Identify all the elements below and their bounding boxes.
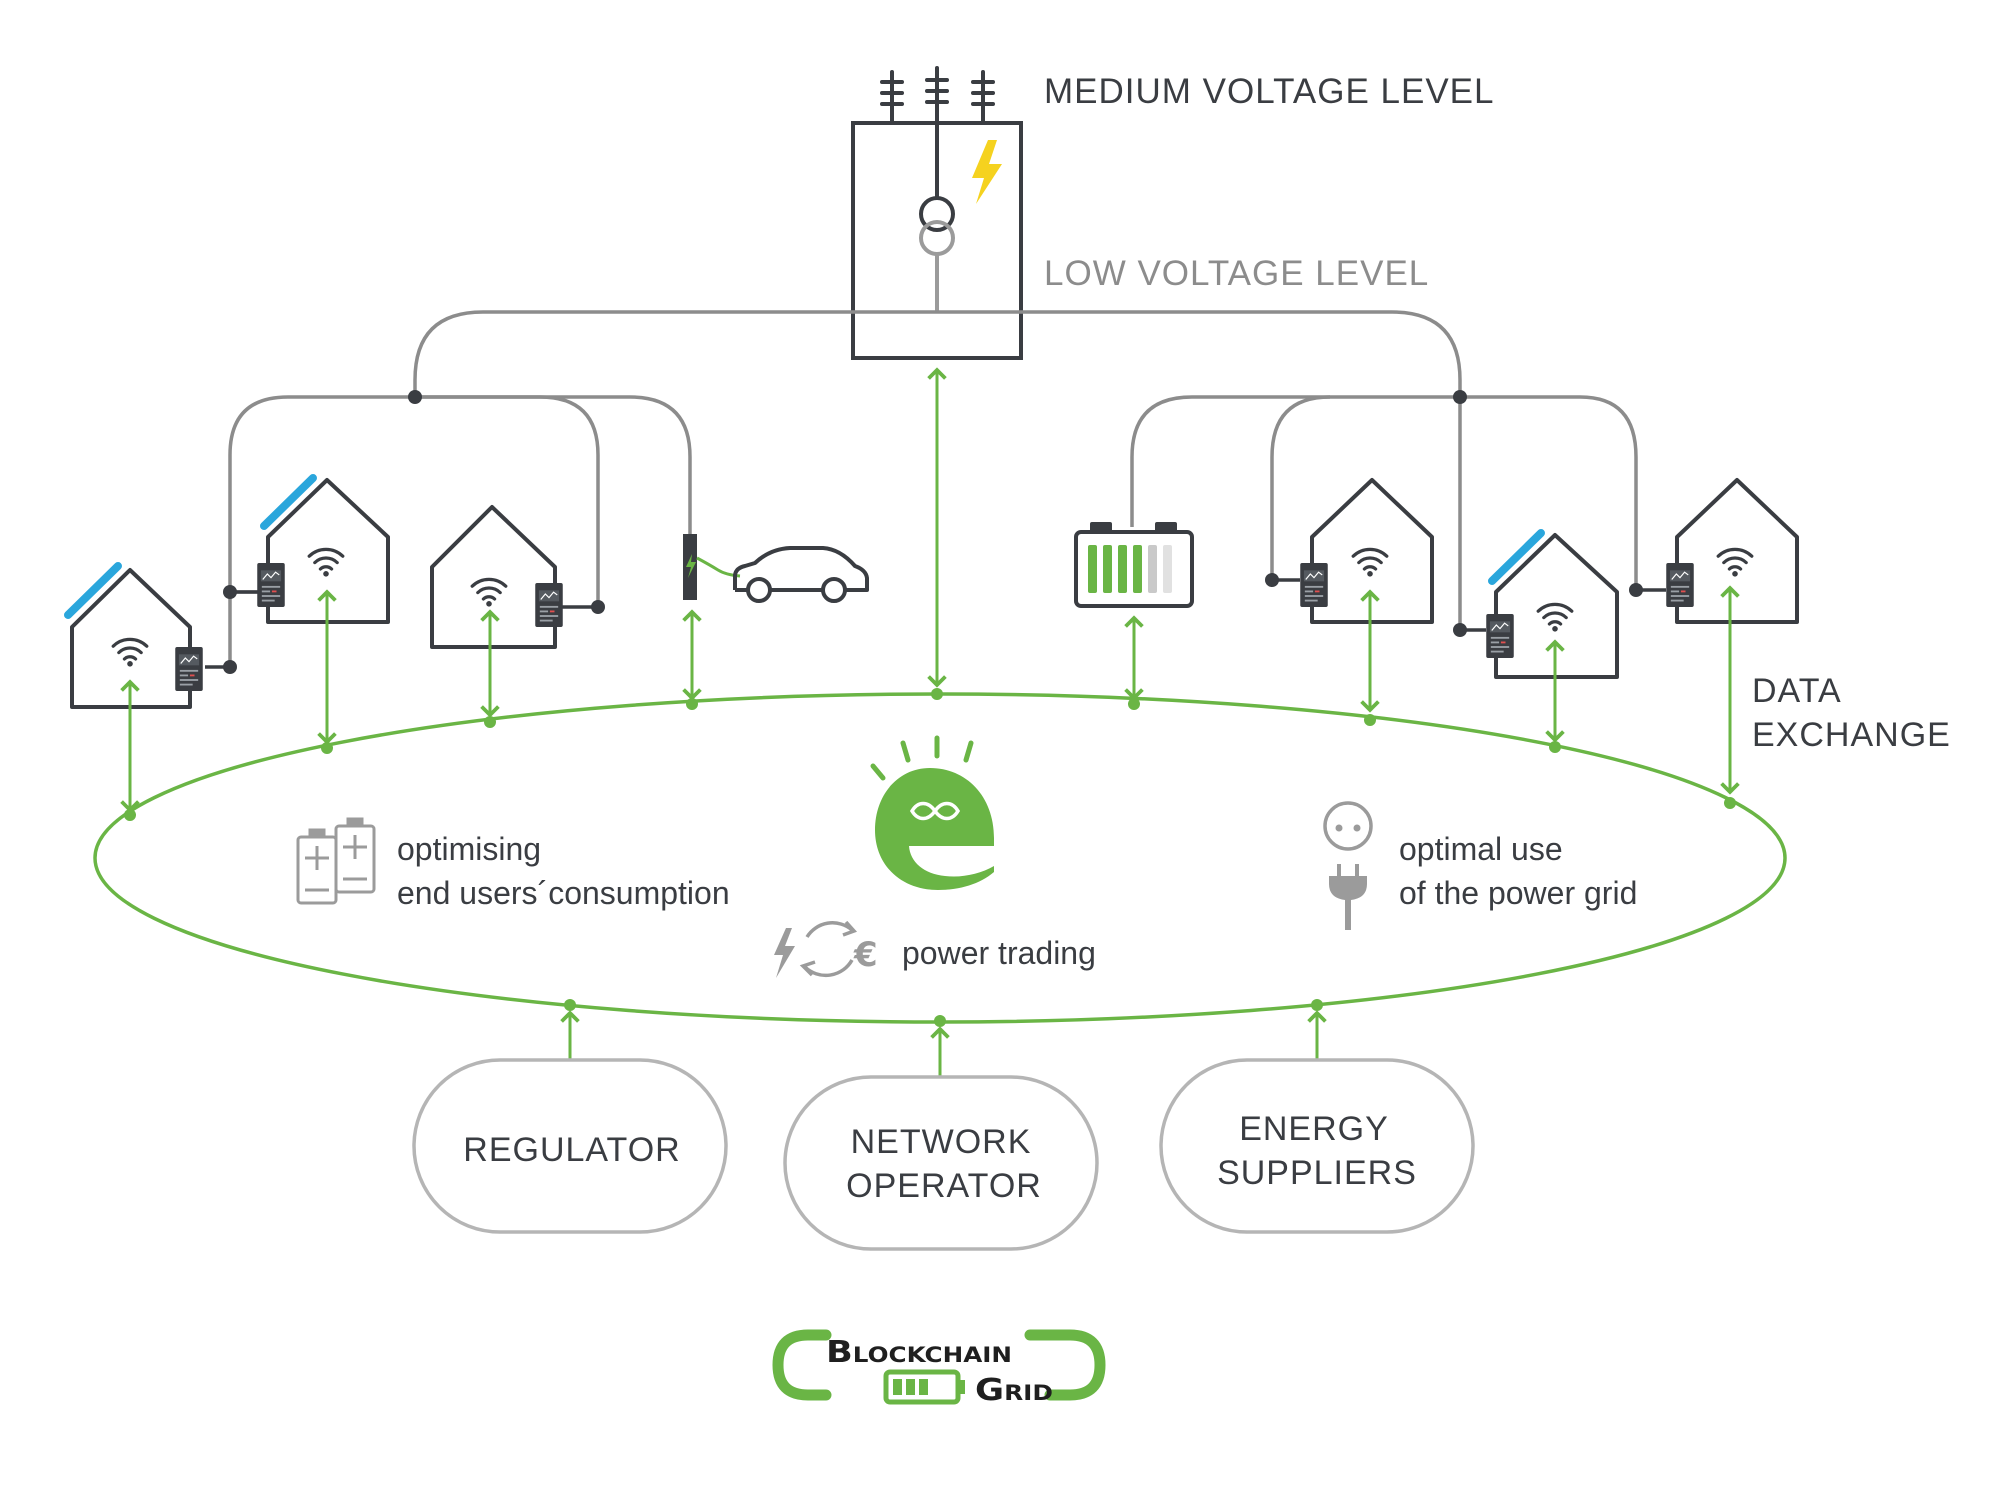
energy-suppliers-node: ENERGY SUPPLIERS (1159, 1058, 1475, 1234)
house-icon (1666, 478, 1799, 624)
solar-panel-icon (64, 562, 122, 619)
blockchain-grid-logo: Blockchain Grid (772, 1329, 1106, 1408)
optimal-use-label-line1: optimal use (1399, 831, 1563, 867)
energy-suppliers-label-line2: SUPPLIERS (1217, 1154, 1417, 1192)
optimising-label-line1: optimising (397, 831, 541, 867)
transformer-coil-secondary (919, 220, 955, 256)
plug-icon (1329, 864, 1367, 930)
smart-meter-icon (1666, 563, 1694, 607)
smart-meter-icon (1486, 614, 1514, 658)
energy-e-logo-icon (870, 735, 994, 890)
data-exchange-label-line1: DATA (1752, 672, 1842, 710)
transformer (851, 66, 1023, 360)
medium-voltage-label: MEDIUM VOLTAGE LEVEL (1044, 72, 1494, 111)
batteries-icon (296, 817, 376, 905)
regulator-label: REGULATOR (463, 1131, 680, 1169)
house-icon (430, 505, 563, 649)
data-exchange-label-line2: EXCHANGE (1752, 716, 1951, 754)
network-operator-label-line1: NETWORK (851, 1123, 1032, 1161)
svg-text:€: € (853, 935, 878, 975)
car-icon (733, 546, 869, 603)
house-icon (1300, 478, 1434, 624)
solar-panel-icon (260, 474, 317, 530)
low-voltage-label: LOW VOLTAGE LEVEL (1044, 254, 1429, 293)
exchange-euro-icon: € (774, 920, 878, 978)
optimal-use-label-line2: of the power grid (1399, 875, 1637, 911)
power-trading-label: power trading (902, 935, 1096, 971)
logo-word-blockchain: Blockchain (826, 1335, 1012, 1370)
socket-icon (1323, 801, 1373, 851)
ring-nodes (124, 688, 1736, 1027)
network-operator-node: NETWORK OPERATOR (783, 1075, 1099, 1251)
solar-panel-icon (1488, 529, 1545, 585)
house-icon (1486, 529, 1619, 679)
energy-suppliers-label-line1: ENERGY (1239, 1110, 1389, 1148)
transformer-coil-primary (919, 196, 955, 232)
data-exchange-arrows (120, 367, 1740, 813)
regulator-node: REGULATOR (412, 1058, 728, 1234)
smart-meter-icon (1300, 563, 1328, 607)
optimising-label-line2: end users´consumption (397, 875, 730, 911)
battery-icon (883, 1369, 965, 1405)
logo-word-grid: Grid (975, 1373, 1053, 1408)
house-icon (64, 562, 203, 709)
insulator-icon (880, 66, 995, 125)
smart-meter-icon (257, 563, 285, 607)
network-operator-label-line2: OPERATOR (846, 1167, 1042, 1205)
battery-icon (1074, 522, 1194, 608)
smart-meter-icon (535, 583, 563, 627)
ev-charger-icon (683, 534, 741, 600)
smart-meter-icon (175, 647, 203, 691)
house-icon (257, 474, 390, 624)
lightning-icon (972, 140, 1002, 204)
